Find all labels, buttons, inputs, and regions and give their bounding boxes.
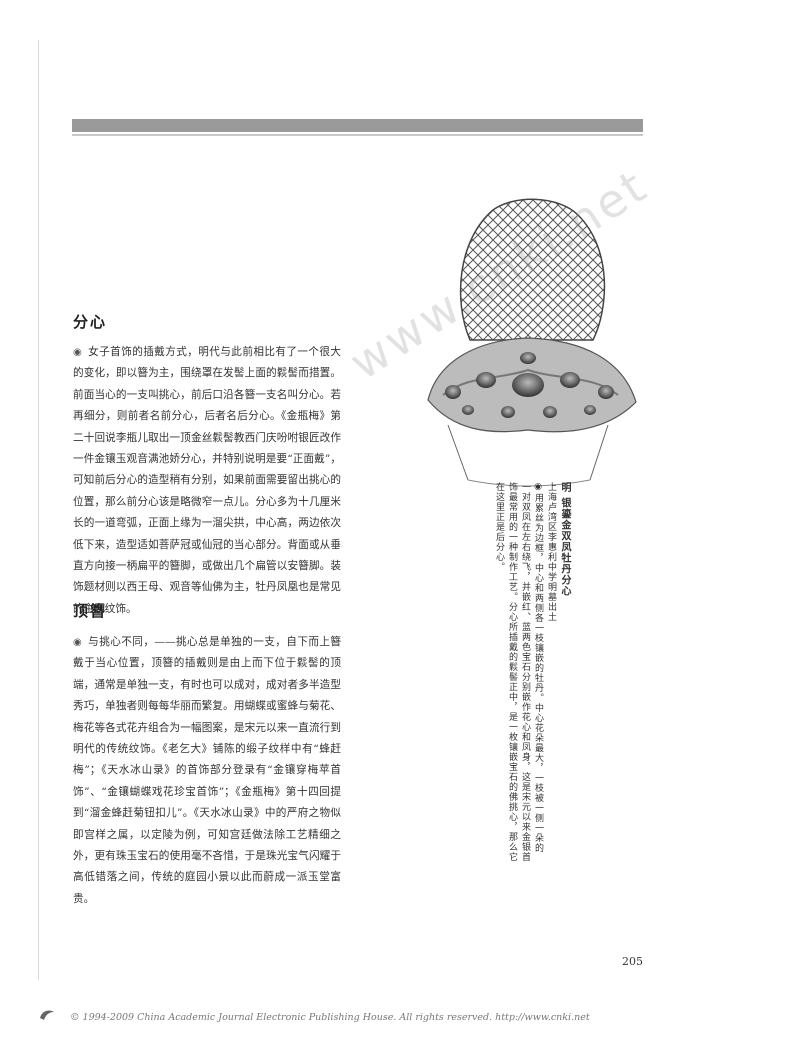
caption-source: 上海卢湾区李惠利中学明墓出土 <box>546 482 556 622</box>
page-number: 205 <box>622 955 643 968</box>
artifact-photo-silver-fenxin <box>427 198 637 487</box>
figure-caption: 明 银鎏金双凤牡丹分心 上海卢湾区李惠利中学明墓出土 ◉用累丝为边框，中心和两侧… <box>492 482 571 862</box>
section-heading-fenxin: 分心 <box>73 313 108 331</box>
caption-bullet-icon: ◉ <box>533 482 543 493</box>
caption-title: 明 银鎏金双凤牡丹分心 <box>559 482 570 597</box>
section-heading-dingzan: 顶簪 <box>73 602 108 620</box>
section-paragraph-fenxin: ◉女子首饰的插戴方式，明代与此前相比有了一个很大的变化，即以簪为主，围绕罩在发髻… <box>73 346 342 615</box>
bullet-icon: ◉ <box>73 637 83 648</box>
caption-text: 用累丝为边框，中心和两侧各一枝镶嵌的牡丹。中心花朵最大，一枝被一侧一朵的一对双凤… <box>494 482 543 862</box>
cnki-logo-icon <box>40 1010 54 1020</box>
header-bar <box>72 119 643 132</box>
left-margin-rule <box>38 40 39 980</box>
copyright-footer: © 1994-2009 China Academic Journal Elect… <box>70 1012 590 1023</box>
bullet-icon: ◉ <box>73 347 83 358</box>
section-paragraph-dingzan: ◉与挑心不同，——挑心总是单独的一支，自下而上簪戴于当心位置，顶簪的插戴则是由上… <box>73 636 341 905</box>
header-bar-underline <box>72 134 643 136</box>
